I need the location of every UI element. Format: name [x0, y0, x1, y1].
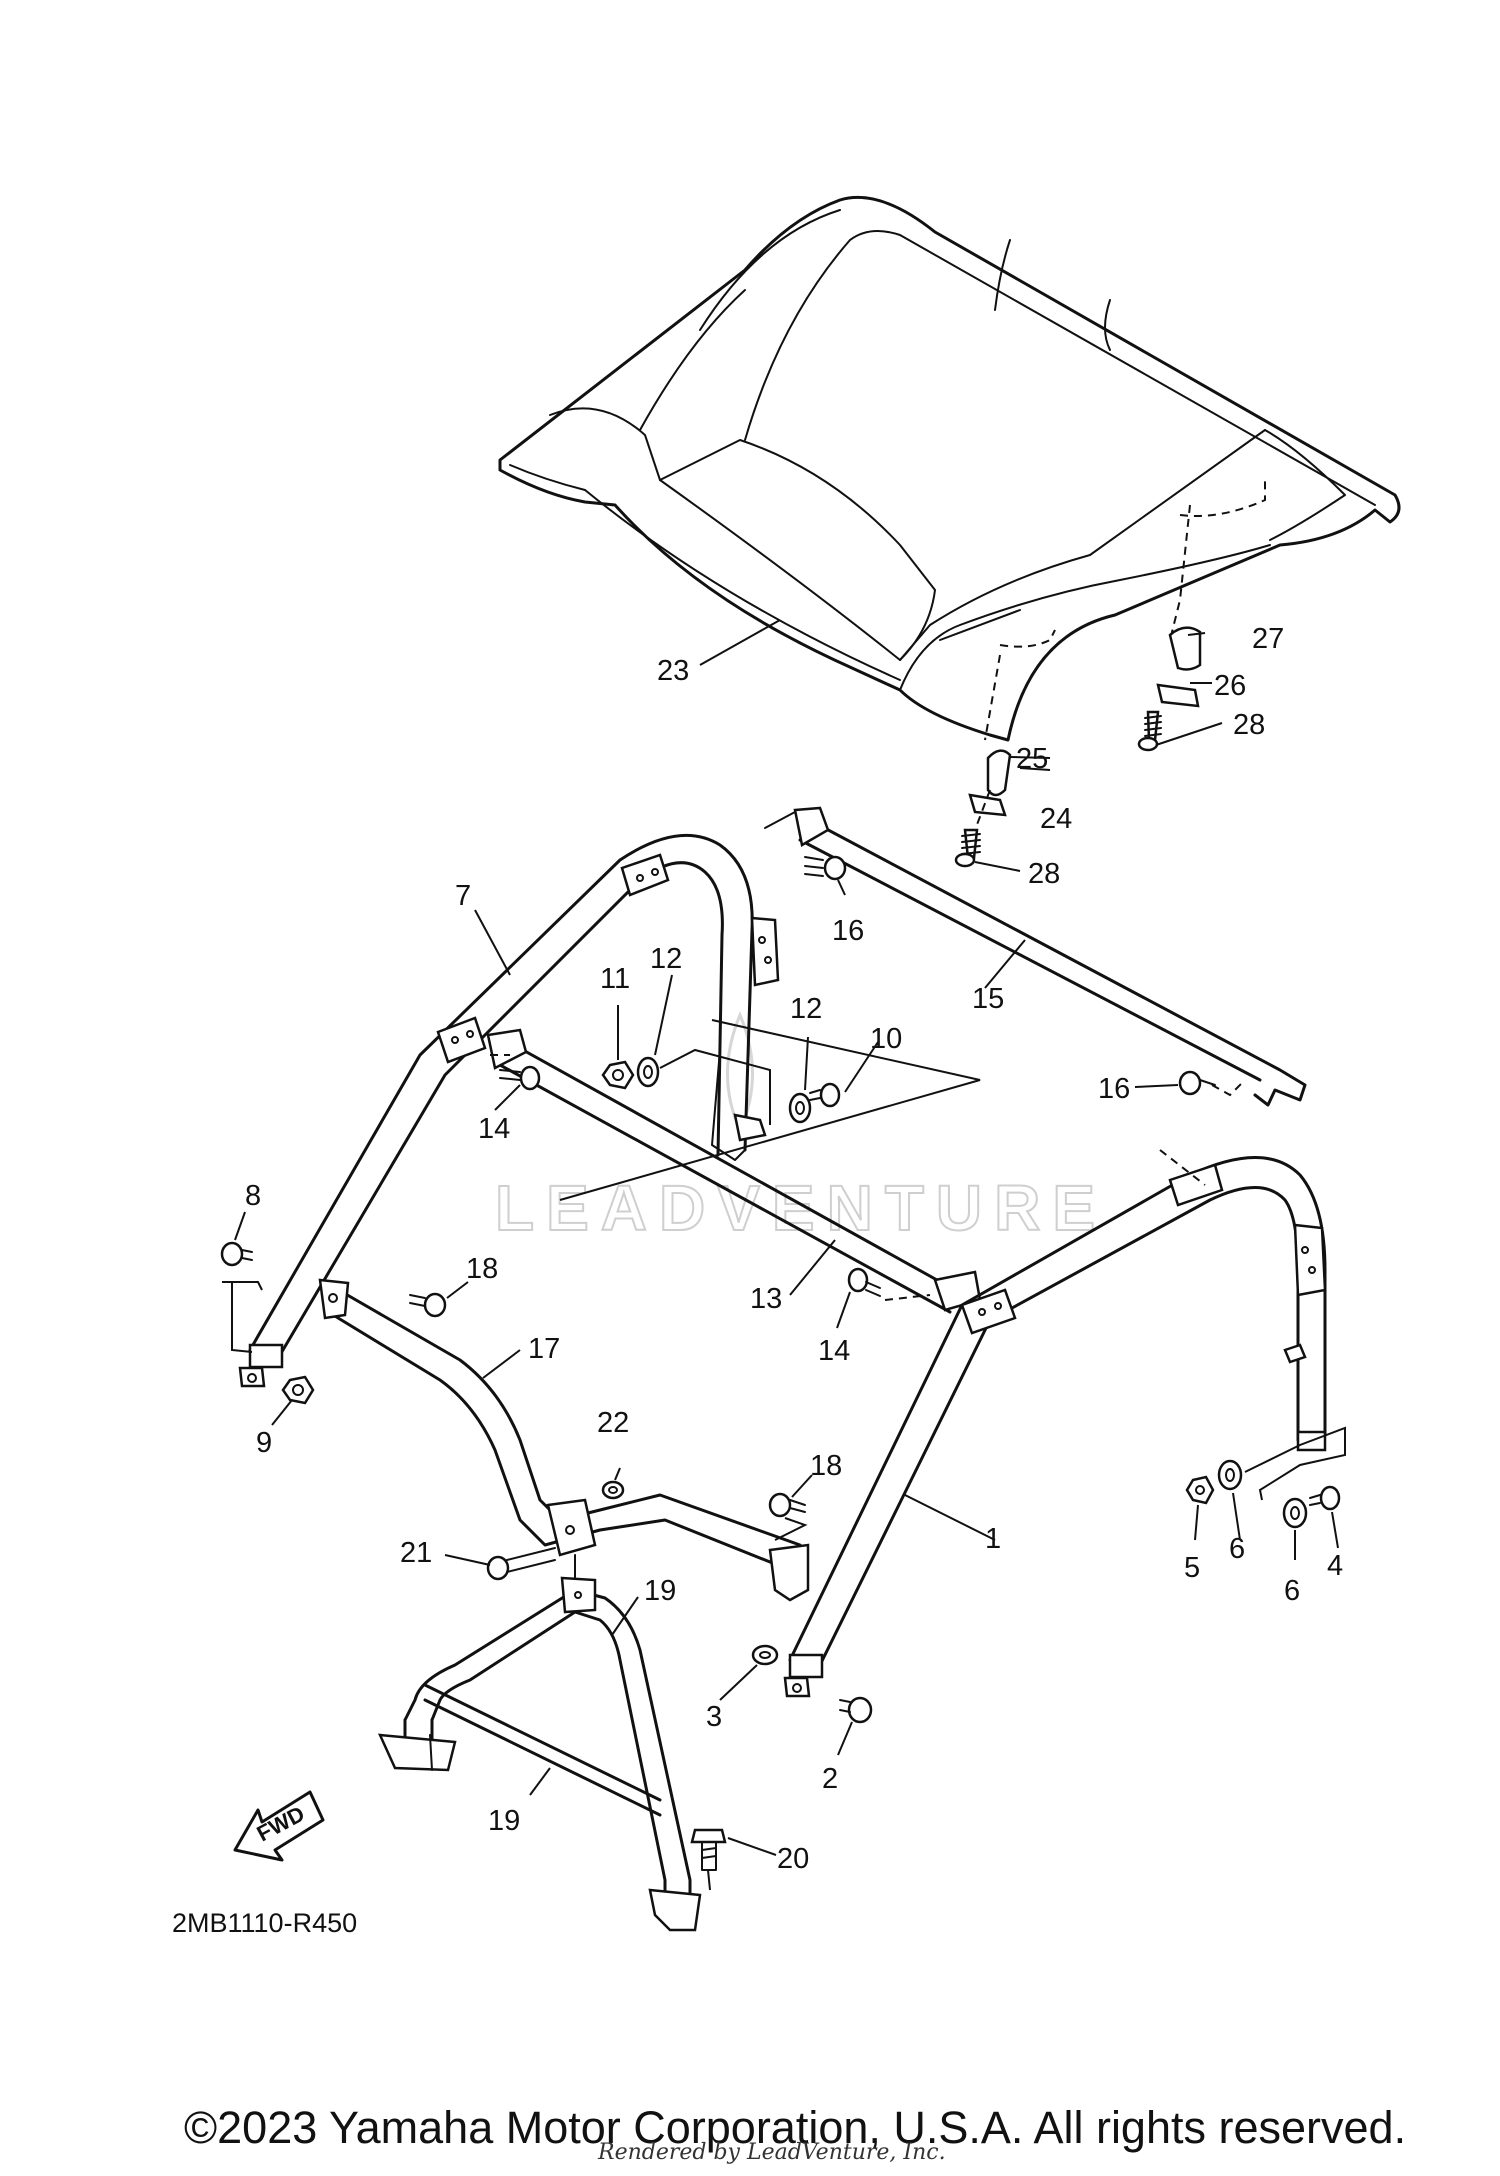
callout-13: 13	[750, 1283, 782, 1315]
callout-18-right: 18	[810, 1450, 842, 1482]
copyright-notice: ©2023 Yamaha Motor Corporation, U.S.A. A…	[184, 2102, 1407, 2153]
mid-joint-clamp	[546, 1498, 597, 1579]
lower-brace-frame	[377, 1576, 702, 1932]
fwd-arrow: FWD	[233, 1790, 325, 1862]
callout-23: 23	[657, 655, 689, 687]
nut-11	[601, 1060, 635, 1090]
rear-upper-crossbar	[764, 806, 1307, 1107]
callout-28-rear: 28	[1233, 709, 1265, 741]
callout-16-upper: 16	[832, 915, 864, 947]
leadventure-watermark: LEADVENTURE	[494, 1011, 1107, 1245]
bolt-10	[809, 1082, 841, 1108]
callout-10: 10	[870, 1023, 902, 1055]
bolt-14-right	[847, 1267, 881, 1297]
callout-7: 7	[455, 880, 471, 912]
hardware	[220, 855, 1346, 1891]
washer-12-left	[636, 1056, 660, 1088]
callout-25: 25	[1016, 743, 1048, 775]
fwd-label: FWD	[253, 1801, 309, 1847]
washer-6-left	[1217, 1459, 1243, 1491]
callout-17: 17	[528, 1333, 560, 1365]
callout-16-right: 16	[1098, 1073, 1130, 1105]
callout-4: 4	[1327, 1550, 1343, 1582]
callout-28-front: 28	[1028, 858, 1060, 890]
bolt-16-right	[1178, 1070, 1216, 1096]
callout-24: 24	[1040, 803, 1072, 835]
washer-12-right	[788, 1092, 812, 1124]
callout-2: 2	[822, 1763, 838, 1795]
callout-22: 22	[597, 1407, 629, 1439]
callout-12-right: 12	[790, 993, 822, 1025]
leader-lines	[234, 619, 1339, 1856]
callout-1: 1	[985, 1523, 1001, 1555]
callout-19-lower: 19	[488, 1805, 520, 1837]
callout-6-right: 6	[1284, 1575, 1300, 1607]
watermark-text: LEADVENTURE	[495, 1172, 1107, 1244]
callout-15: 15	[972, 983, 1004, 1015]
callout-19-upper: 19	[644, 1575, 676, 1607]
washer-22	[601, 1480, 625, 1500]
rendered-by-note: Rendered by LeadVenture, Inc.	[598, 2140, 946, 2165]
roof-bracket-rear	[1137, 626, 1202, 752]
callout-3: 3	[706, 1701, 722, 1733]
front-upper-crossbar	[486, 1028, 982, 1314]
callout-20: 20	[777, 1843, 809, 1875]
callout-8: 8	[245, 1180, 261, 1212]
roof-bracket-front	[954, 749, 1012, 868]
roof-panel	[498, 195, 1401, 742]
bolt-2	[839, 1696, 873, 1724]
washer-3	[751, 1644, 779, 1666]
bolt-14-left	[499, 1065, 541, 1091]
callout-27: 27	[1252, 623, 1284, 655]
right-roll-cage-hoop	[783, 1149, 1327, 1698]
callout-14-right: 14	[818, 1335, 850, 1367]
callout-9: 9	[256, 1427, 272, 1459]
bolt-18-left	[409, 1292, 447, 1318]
callout-18-left: 18	[466, 1253, 498, 1285]
bolt-18-right	[768, 1492, 806, 1518]
callout-26: 26	[1214, 670, 1246, 702]
nut-5	[1185, 1475, 1215, 1505]
left-roll-cage-hoop	[238, 833, 780, 1388]
callout-12-left: 12	[650, 943, 682, 975]
callout-6-left: 6	[1229, 1533, 1245, 1565]
bolt-20	[690, 1828, 727, 1871]
callouts: 1 2 3 4 5 6 6 7 8 9 10 11 12 12 13 14 14…	[245, 623, 1343, 1875]
callout-5: 5	[1184, 1552, 1200, 1584]
bolt-4	[1309, 1485, 1341, 1511]
callout-14-left: 14	[478, 1113, 510, 1145]
bolt-16-upper	[804, 855, 847, 881]
callout-11: 11	[600, 963, 630, 995]
washer-6-right	[1282, 1497, 1308, 1529]
nut-9	[281, 1375, 315, 1405]
bolt-8	[220, 1241, 253, 1267]
bolt-21	[486, 1547, 556, 1581]
diagram-code: 2MB1110-R450	[172, 1908, 358, 1938]
callout-21: 21	[400, 1537, 432, 1569]
